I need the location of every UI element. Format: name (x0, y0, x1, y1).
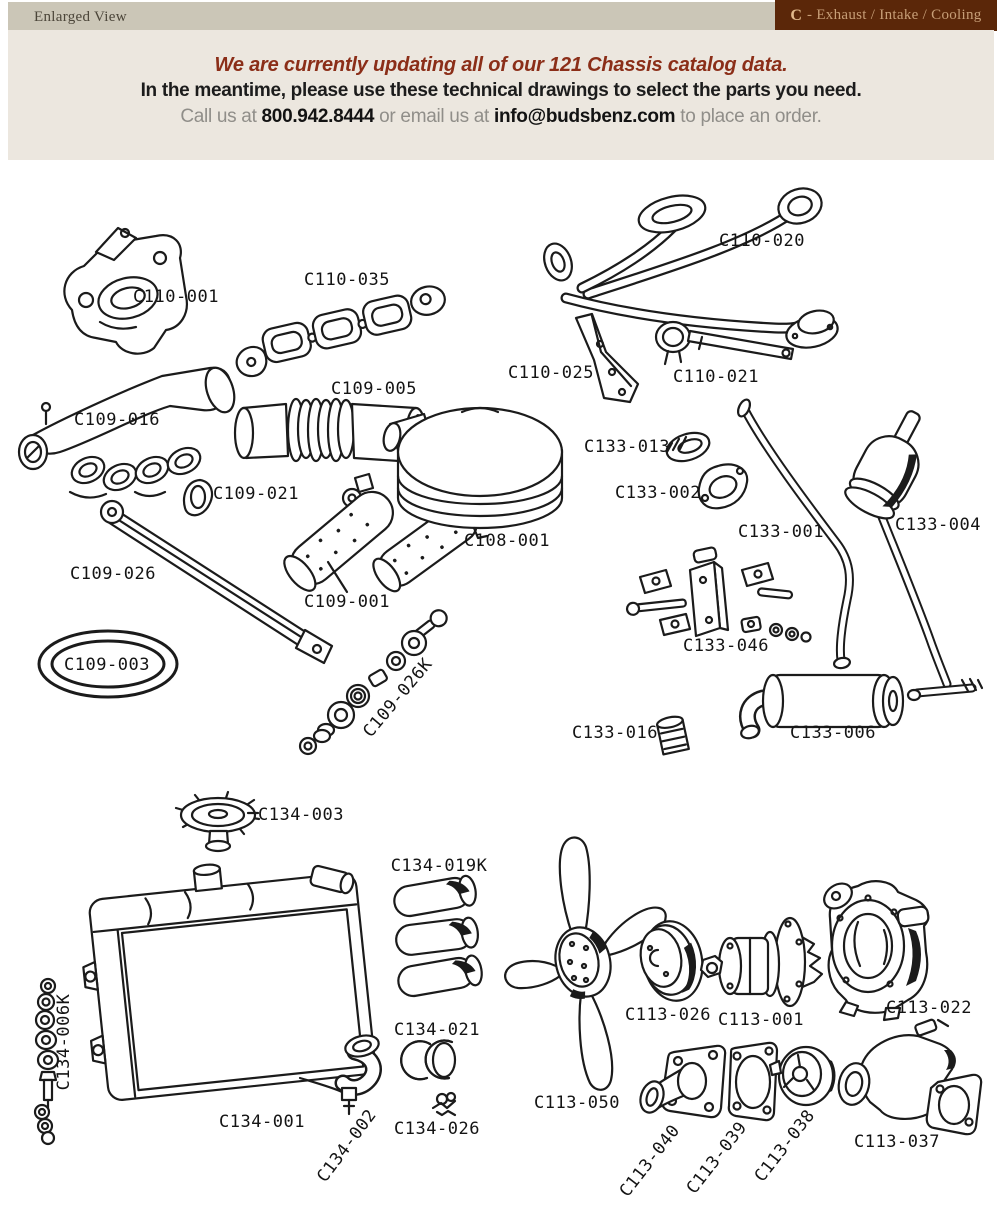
seal-ring-drawing (37, 629, 179, 699)
pump-housing-drawing (823, 880, 930, 1022)
front-exhaust-pipe-drawing (736, 398, 854, 670)
section-tab: C - Exhaust / Intake / Cooling (775, 0, 997, 31)
pipe-clamp-drawing (654, 320, 795, 366)
air-cleaner-drawing (382, 406, 564, 540)
notice-email-text: or email us at (374, 106, 494, 127)
hose-sleeve-drawing (400, 1039, 457, 1081)
exhaust-mount-kit-drawing (625, 546, 812, 643)
wire-clamp-drawing (431, 1091, 457, 1117)
gasket-plate-drawing (727, 1041, 779, 1122)
exhaust-manifold-drawing (63, 226, 188, 355)
radiator-drawing (82, 863, 382, 1116)
radiator-cap-drawing (174, 790, 261, 853)
hardware-kit-drawing (298, 609, 448, 756)
notice-line-2: In the meantime, please use these techni… (140, 80, 862, 101)
exhaust-bracket-drawing (574, 312, 640, 404)
notice-line-1: We are currently updating all of our 121… (214, 54, 788, 76)
oval-gasket-drawing (665, 431, 711, 463)
resonator-drawing (844, 410, 984, 702)
notice-line-3: Call us at 800.942.8444 or email us at i… (8, 104, 994, 130)
thermostat-drawing (768, 1045, 836, 1107)
notice-order-text: to place an order. (675, 106, 822, 127)
notice-banner: We are currently updating all of our 121… (8, 30, 994, 160)
thermostat-housing-drawing (837, 1018, 983, 1136)
phone-number: 800.942.8444 (261, 106, 375, 127)
page-title: Enlarged View (34, 9, 127, 25)
small-gasket-drawing (183, 478, 214, 517)
rubber-mount-drawing (656, 715, 690, 756)
hose-kit-drawing (393, 874, 483, 998)
technical-drawing-svg (17, 187, 984, 1146)
section-title: - Exhaust / Intake / Cooling (806, 7, 982, 23)
muffler-drawing (739, 673, 905, 740)
perforated-tube-drawing (283, 490, 479, 594)
manifold-gasket-drawing (235, 285, 446, 378)
support-rod-drawing (99, 499, 334, 665)
pulley-drawing (639, 920, 704, 1002)
fan-drawing (504, 836, 667, 1091)
notice-call-text: Call us at (180, 106, 262, 127)
exhaust-downpipe-drawing (543, 187, 839, 349)
radiator-hardware-drawing (33, 977, 60, 1146)
inlet-flange-drawing (639, 1044, 727, 1119)
section-code: C (790, 6, 802, 24)
flange-gasket-drawing (697, 463, 749, 510)
water-pump-drawing (699, 916, 824, 1008)
email-address: info@budsbenz.com (493, 106, 676, 127)
